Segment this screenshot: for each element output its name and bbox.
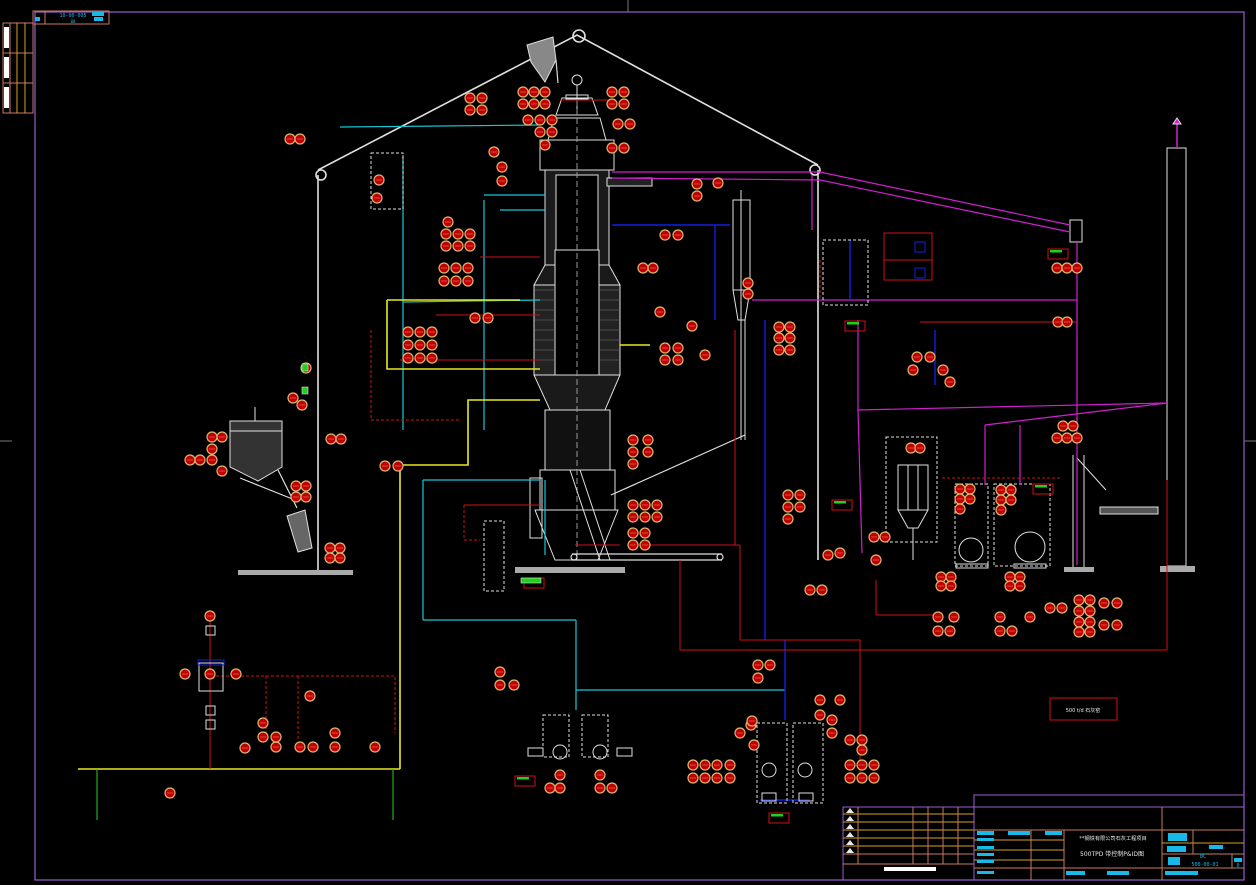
control-tag-status — [517, 777, 529, 780]
revision-number: 0 — [1236, 863, 1239, 869]
combustion-air-lines — [612, 224, 936, 801]
control-tag-status — [834, 501, 846, 504]
discharge-conveyor — [570, 434, 746, 561]
dashed-signal-lines — [216, 260, 1060, 740]
refractory-lining — [534, 289, 620, 361]
vent-indicators — [301, 363, 542, 584]
bag-filter — [885, 436, 938, 560]
gas-scrubber — [1069, 219, 1083, 243]
fan-legend-box — [883, 232, 933, 281]
control-tag-status — [1050, 250, 1062, 253]
project-name: **钢铁有限公司石灰工程项目 — [1079, 834, 1146, 842]
stamp-code: 10-00-005 — [59, 13, 86, 19]
capacity-text: 500 t/d 石灰窑 — [1066, 707, 1101, 714]
drawing-number: 500-00-01 — [1191, 862, 1218, 868]
control-signal-lines — [209, 99, 1168, 780]
control-tag-box — [768, 812, 790, 824]
revision-stamp: 10-00-005 08 — [32, 10, 110, 25]
stamp-sub: 08 — [71, 19, 76, 24]
revision-triangles — [846, 808, 854, 853]
screw-conveyor — [1099, 506, 1159, 515]
capacity-annotation: 500 t/d 石灰窑 — [1049, 697, 1118, 721]
id-fan-2 — [993, 483, 1051, 569]
cooling-blowers — [527, 744, 814, 802]
control-tag-status — [847, 322, 859, 325]
control-tag-status — [771, 814, 783, 817]
skip-bucket — [526, 36, 559, 84]
instrument-bubbles — [164, 86, 1123, 799]
control-tag-box — [844, 320, 866, 332]
gas-pressure-station — [96, 625, 394, 820]
drawing-title: 500TPD 带控制P&ID图 — [1080, 850, 1144, 858]
design-stage: BC — [1200, 854, 1206, 860]
cyclone-separator — [732, 190, 751, 440]
control-tag-status — [1035, 485, 1047, 488]
control-tag-box — [1047, 248, 1069, 260]
control-tag-box — [831, 499, 853, 511]
bucket-elevator — [1064, 455, 1107, 572]
left-revision-strip — [2, 22, 34, 114]
gas-main-line — [78, 299, 650, 770]
title-block: **钢铁有限公司石灰工程项目 500TPD 带控制P&ID图 BC 500-00… — [842, 794, 1245, 881]
flue-gas-lines — [611, 171, 1168, 565]
chimney-stack — [1160, 117, 1195, 572]
control-tag-box — [514, 775, 536, 787]
kiln-building — [238, 29, 821, 575]
stone-bin — [229, 407, 313, 553]
control-tag-box — [1032, 483, 1054, 495]
